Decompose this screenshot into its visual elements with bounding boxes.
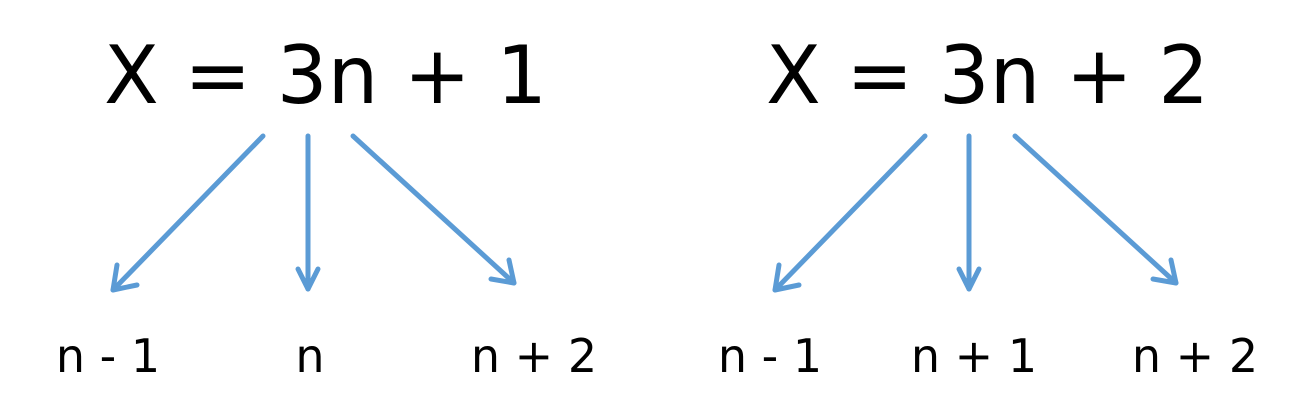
right-result-1: n - 1	[717, 329, 823, 383]
left-arrows	[110, 133, 517, 293]
left-arrow-3	[350, 133, 517, 286]
right-arrow-1	[772, 133, 928, 293]
left-arrow-1	[110, 133, 266, 293]
right-arrow-3	[1012, 133, 1179, 286]
left-arrow-2	[295, 133, 321, 292]
right-result-2: n + 1	[910, 329, 1038, 383]
right-formula: X = 3n + 2	[766, 29, 1210, 122]
right-arrow-2	[956, 133, 982, 292]
left-result-1: n - 1	[55, 329, 161, 383]
left-result-2: n	[295, 329, 325, 383]
left-formula: X = 3n + 1	[104, 29, 548, 122]
right-result-3: n + 2	[1131, 329, 1259, 383]
right-arrows	[772, 133, 1179, 293]
left-result-3: n + 2	[470, 329, 598, 383]
